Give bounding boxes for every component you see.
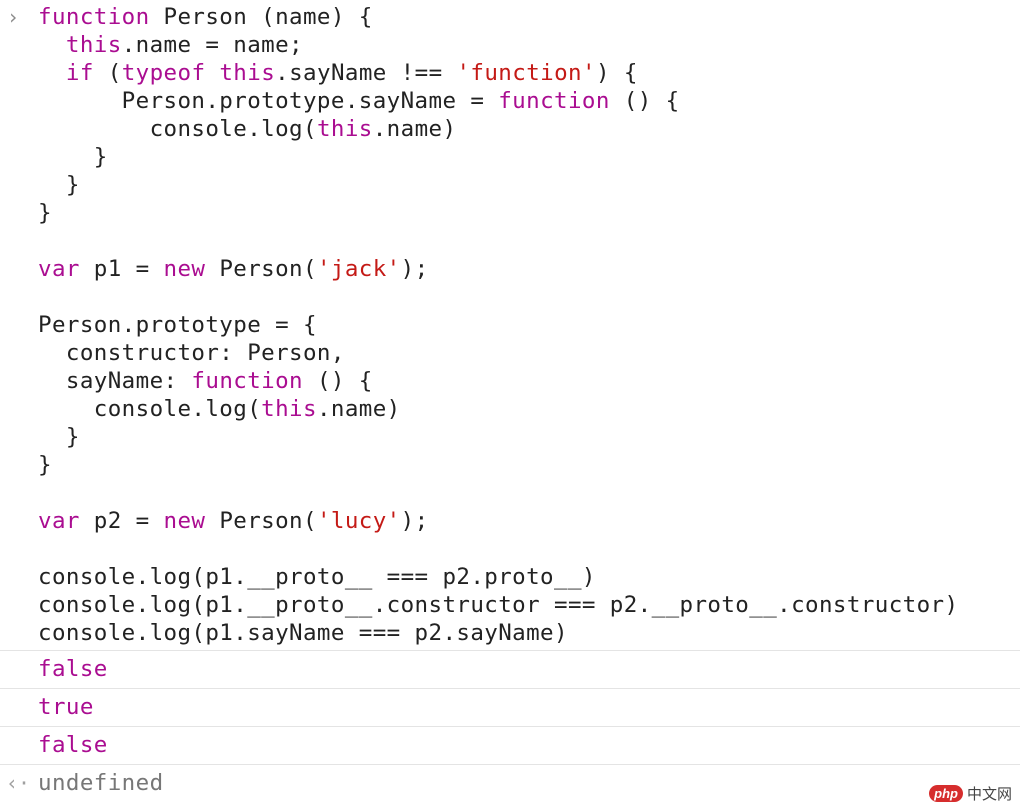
code-token xyxy=(38,60,66,86)
string-token: 'function' xyxy=(456,60,596,86)
code-token: console.log(p1.sayName === p2.sayName) xyxy=(38,620,568,646)
code-line: console.log(p1.sayName === p2.sayName) xyxy=(38,619,958,647)
code-token: sayName: xyxy=(38,368,192,394)
code-token: console.log(p1.__proto__.constructor ===… xyxy=(38,592,959,618)
code-line: } xyxy=(38,423,958,451)
keyword-token: function xyxy=(38,4,150,30)
code-token: Person( xyxy=(205,256,317,282)
result-value: undefined xyxy=(38,770,164,796)
code-token: console.log( xyxy=(38,116,317,142)
keyword-token: new xyxy=(163,508,206,534)
keyword-token: this xyxy=(65,32,122,58)
keyword-token: var xyxy=(38,256,80,282)
keyword-token: if xyxy=(65,60,94,86)
console-output-line: true xyxy=(0,688,1020,726)
code-line: constructor: Person, xyxy=(38,339,958,367)
code-token: } xyxy=(38,144,108,170)
keyword-token: this xyxy=(219,60,276,86)
code-token: .sayName !== xyxy=(275,60,457,86)
code-line xyxy=(38,479,958,507)
keyword-token: function xyxy=(191,368,303,394)
code-token xyxy=(38,32,66,58)
code-token: } xyxy=(38,452,52,478)
code-line: sayName: function () { xyxy=(38,367,958,395)
code-token: console.log( xyxy=(38,396,262,422)
output-value: true xyxy=(38,694,94,720)
code-token: constructor: Person, xyxy=(38,340,345,366)
code-line: console.log(p1.__proto__ === p2.proto__) xyxy=(38,563,958,591)
code-token: ) { xyxy=(595,60,638,86)
code-token: ); xyxy=(400,508,429,534)
code-token: () { xyxy=(303,368,373,394)
code-line xyxy=(38,535,958,563)
code-line: console.log(p1.__proto__.constructor ===… xyxy=(38,591,958,619)
code-line: } xyxy=(38,143,958,171)
code-line: Person.prototype = { xyxy=(38,311,958,339)
keyword-token: new xyxy=(163,256,206,282)
code-token: Person.prototype.sayName = xyxy=(38,88,499,114)
code-token: .name = name; xyxy=(121,32,304,58)
code-token: Person( xyxy=(205,508,317,534)
console-output-line: false xyxy=(0,650,1020,688)
code-line: } xyxy=(38,451,958,479)
code-line xyxy=(38,283,958,311)
watermark-logo: php xyxy=(929,785,963,802)
console-result-line: ‹· undefined xyxy=(0,764,1020,802)
code-line: console.log(this.name) xyxy=(38,395,958,423)
code-token: Person.prototype = { xyxy=(38,312,317,338)
code-token: } xyxy=(38,200,52,226)
code-line: Person.prototype.sayName = function () { xyxy=(38,87,958,115)
code-line: this.name = name; xyxy=(38,31,958,59)
string-token: 'jack' xyxy=(316,256,401,282)
watermark-text: 中文网 xyxy=(966,786,1012,803)
code-line: var p1 = new Person('jack'); xyxy=(38,255,958,283)
keyword-token: this xyxy=(261,396,317,422)
code-line: } xyxy=(38,171,958,199)
code-token: p1 = xyxy=(79,256,164,282)
chevron-right-icon: › xyxy=(7,5,20,29)
code-line: if (typeof this.sayName !== 'function') … xyxy=(38,59,958,87)
output-value: false xyxy=(38,732,108,758)
code-token: } xyxy=(38,424,80,450)
return-arrow-icon: ‹· xyxy=(6,771,31,795)
code-line: } xyxy=(38,199,958,227)
code-line: var p2 = new Person('lucy'); xyxy=(38,507,958,535)
code-token: ); xyxy=(400,256,429,282)
code-token: } xyxy=(38,172,80,198)
code-token: .name) xyxy=(372,116,457,142)
keyword-token: function xyxy=(498,88,610,114)
code-token: .name) xyxy=(316,396,401,422)
code-block[interactable]: function Person (name) { this.name = nam… xyxy=(38,3,958,647)
string-token: 'lucy' xyxy=(316,508,401,534)
console-input-entry[interactable]: › function Person (name) { this.name = n… xyxy=(0,0,1020,650)
code-line: function Person (name) { xyxy=(38,3,958,31)
code-token: console.log(p1.__proto__ === p2.proto__) xyxy=(38,564,596,590)
code-line: console.log(this.name) xyxy=(38,115,958,143)
site-watermark: php 中文网 xyxy=(929,783,1012,804)
code-token: Person (name) { xyxy=(149,4,373,30)
code-line xyxy=(38,227,958,255)
code-token: () { xyxy=(609,88,680,114)
keyword-token: this xyxy=(316,116,373,142)
keyword-token: var xyxy=(38,508,80,534)
code-token: p2 = xyxy=(79,508,164,534)
code-token xyxy=(205,60,219,86)
output-value: false xyxy=(38,656,108,682)
console-output-line: false xyxy=(0,726,1020,764)
code-token: ( xyxy=(93,60,122,86)
keyword-token: typeof xyxy=(121,60,206,86)
